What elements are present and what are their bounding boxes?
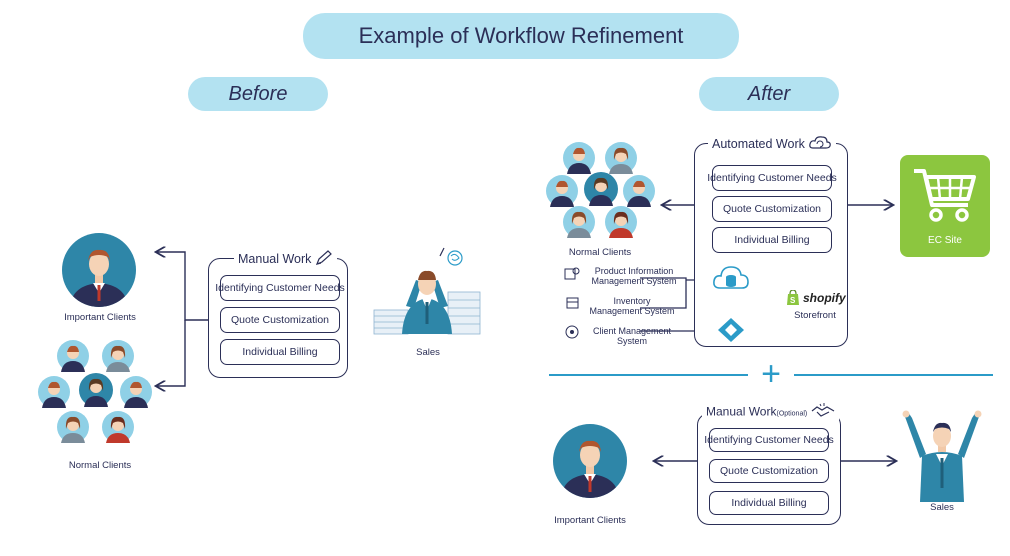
client-avatar (102, 411, 134, 443)
after-sales-label: Sales (930, 502, 954, 513)
auto-task-individual-billing: Individual Billing (712, 227, 832, 253)
important-clients-label: Important Clients (64, 312, 136, 323)
client-avatar (102, 340, 134, 372)
client-avatar (57, 411, 89, 443)
after-important-client-avatar (553, 424, 627, 498)
after-normal-clients-label: Normal Clients (568, 247, 632, 258)
page-title: Example of Workflow Refinement (303, 13, 739, 59)
auto-task-identifying-customer-needs: Identifying Customer Needs (707, 165, 837, 191)
client-avatar (120, 376, 152, 408)
client-avatar (57, 340, 89, 372)
ec-site-label: EC Site (928, 235, 962, 246)
optional-task-individual-billing: Individual Billing (709, 491, 829, 515)
shopify-logo: S shopify (786, 290, 846, 306)
plus-symbol: + (761, 355, 781, 393)
happy-sales-illustration (902, 410, 982, 502)
normal-clients-label: Normal Clients (68, 460, 132, 471)
ec-site-card: EC Site (900, 155, 990, 257)
cloud-database-icon (713, 266, 749, 289)
integration-diamond-icon (718, 318, 744, 342)
after-important-clients-label: Important Clients (554, 515, 626, 526)
client-avatar (546, 175, 578, 207)
task-identifying-customer-needs: Identifying Customer Needs (215, 275, 345, 301)
shopping-cart-icon (914, 169, 976, 222)
important-client-avatar (62, 233, 136, 307)
client-avatar (605, 142, 637, 174)
inventory-system-icon (566, 297, 579, 309)
product-info-system-icon (564, 267, 580, 280)
storefront-label: Storefront (794, 310, 836, 321)
pencil-icon (315, 250, 333, 269)
stressed-sales-illustration (373, 247, 481, 335)
client-avatar (79, 373, 113, 407)
cloud-sync-icon (808, 134, 832, 155)
before-heading: Before (188, 77, 328, 111)
optional-task-quote-customization: Quote Customization (709, 459, 829, 483)
after-heading: After (699, 77, 839, 111)
client-avatar (38, 376, 70, 408)
svg-text:S: S (790, 296, 796, 305)
client-avatar (584, 172, 618, 206)
task-individual-billing: Individual Billing (220, 339, 340, 365)
manual-work-title: Manual Work (234, 250, 337, 269)
client-management-system-icon (565, 325, 579, 339)
handshake-icon (811, 403, 835, 422)
client-avatar (623, 175, 655, 207)
shopify-bag-icon: S (787, 290, 799, 305)
optional-manual-work-title: Manual Work(Optional) (702, 403, 839, 422)
task-quote-customization: Quote Customization (220, 307, 340, 333)
optional-task-identifying-customer-needs: Identifying Customer Needs (704, 428, 834, 452)
sales-label: Sales (416, 347, 440, 358)
client-avatar (563, 206, 595, 238)
automated-work-title: Automated Work (708, 134, 837, 155)
client-avatar (605, 206, 637, 238)
auto-task-quote-customization: Quote Customization (712, 196, 832, 222)
client-avatar (563, 142, 595, 174)
